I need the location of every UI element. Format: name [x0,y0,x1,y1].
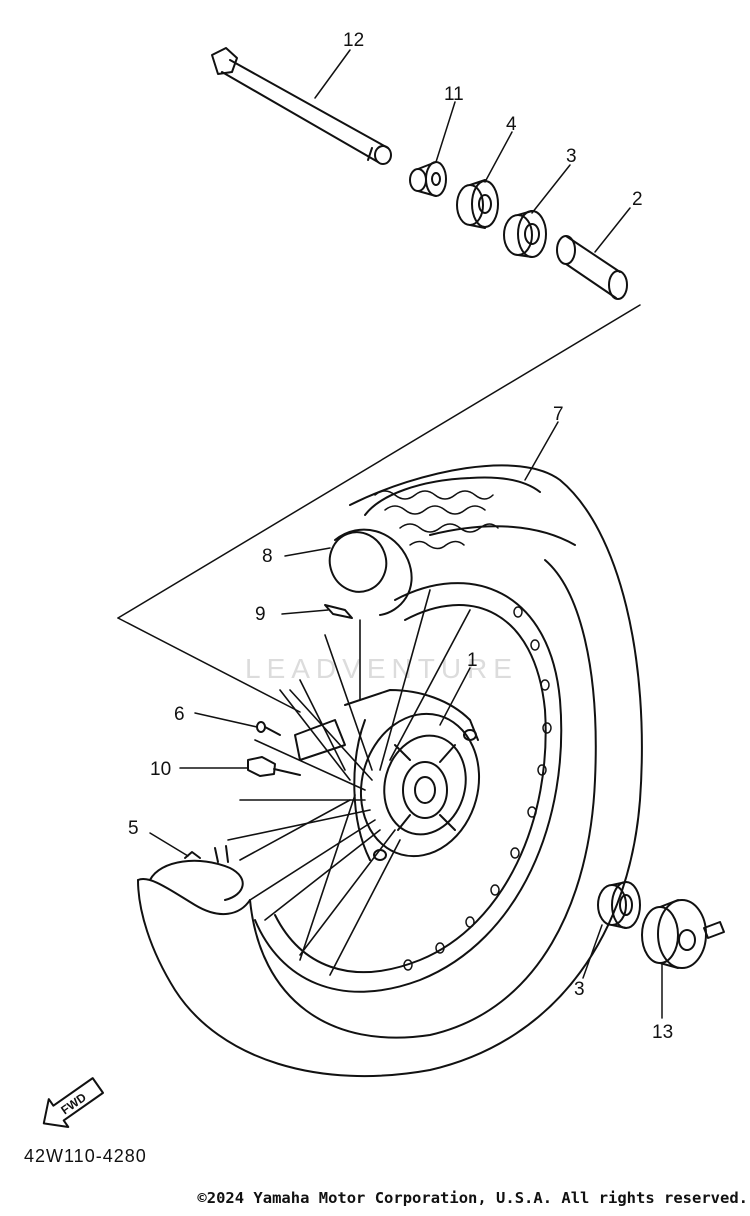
leader-lines [149,49,663,1019]
callout-8: 8 [262,546,273,567]
callout-6: 6 [174,704,185,725]
spoke-part-10 [247,756,301,777]
spoke-nipple-part-6 [256,721,281,736]
copyright-notice: ©2024 Yamaha Motor Corporation, U.S.A. A… [197,1189,748,1207]
tube-part-5 [149,845,244,901]
tire-section-top [328,528,413,616]
wheel-spokes [227,589,471,976]
callout-7: 7 [553,404,564,425]
part-code: 42W110-4280 [24,1146,147,1166]
callout-3-lower: 3 [574,979,585,1000]
callout-2: 2 [632,189,643,210]
collar-part-11 [409,161,447,197]
callout-1: 1 [467,650,478,671]
rim-band-part-9 [324,604,353,619]
callout-11: 11 [444,84,464,105]
speedo-gear-part-13 [641,899,725,969]
callout-5: 5 [128,818,139,839]
oil-seal-part-4 [456,179,499,229]
callout-9: 9 [255,604,266,625]
spacer-part-2 [556,235,628,300]
callout-3-upper: 3 [566,146,577,167]
tire-part-7 [137,464,643,1078]
bearing-part-3-lower [597,881,641,929]
fwd-arrow-icon: FWD [42,1077,105,1128]
wheel-rim [254,582,563,993]
axle-part-12 [211,47,392,165]
spoke-holes [403,606,552,971]
callout-13: 13 [652,1022,673,1043]
callout-4: 4 [506,114,517,135]
watermark: LEADVENTURE [245,653,518,684]
hub-part-1 [294,689,481,861]
assembly-guide-lines [117,304,641,713]
bearing-part-3-upper [503,210,547,258]
callout-labels: 12 11 4 3 2 7 8 9 1 6 10 5 3 13 [128,30,673,1043]
callout-10: 10 [150,759,171,780]
callout-12: 12 [343,30,364,51]
